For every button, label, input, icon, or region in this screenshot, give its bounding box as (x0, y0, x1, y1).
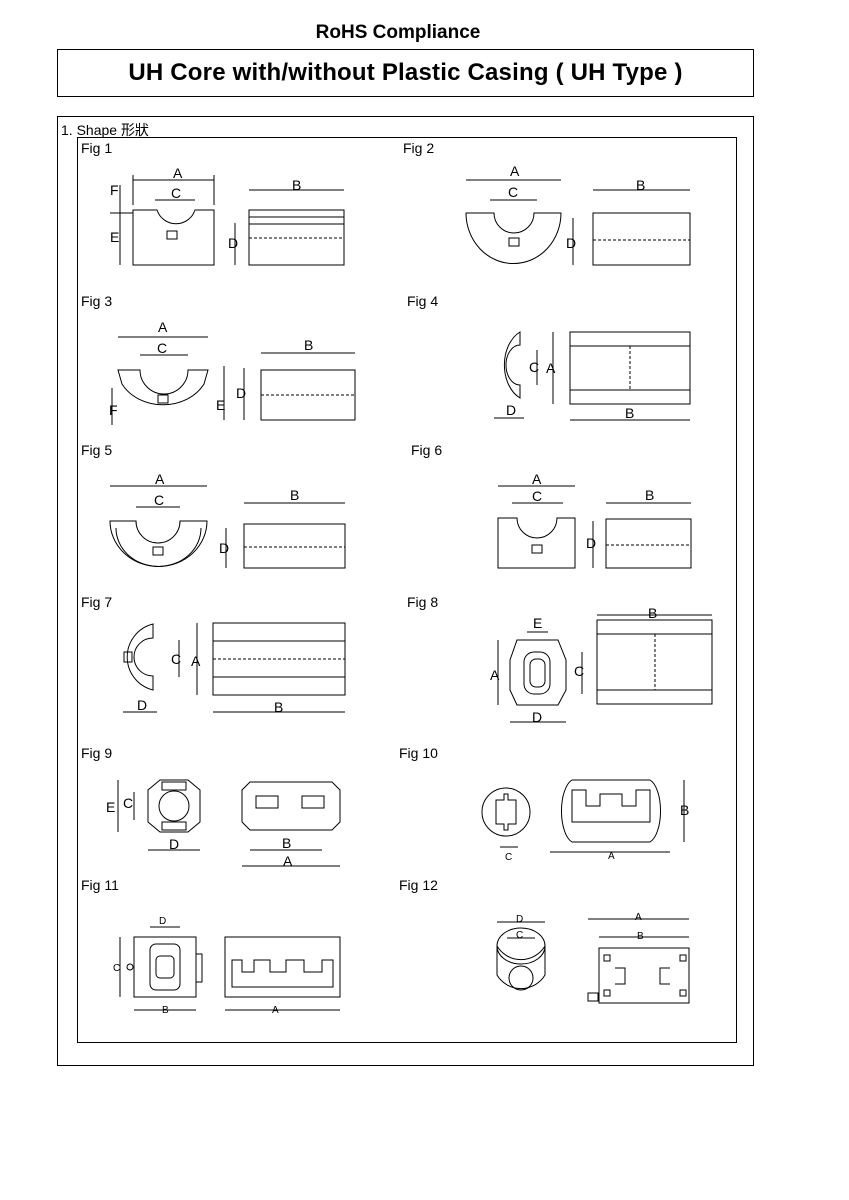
dim-label: E (106, 799, 115, 815)
dim-label: C (516, 930, 523, 941)
fig-11-drawing: D C B A (113, 916, 341, 1016)
fig-3-drawing: A C F E D B (109, 319, 356, 425)
inner-frame (77, 137, 737, 1043)
fig-5-drawing: A C B D (109, 471, 346, 569)
dim-label: C (157, 340, 167, 356)
dim-label: A (283, 853, 293, 869)
fig-3-label: Fig 3 (81, 293, 113, 309)
dim-label: A (272, 1005, 279, 1016)
fig-6-label: Fig 6 (411, 442, 443, 458)
dim-label: A (191, 653, 201, 669)
fig-11-label: Fig 11 (81, 877, 119, 893)
dim-label: E (533, 615, 542, 631)
dim-label: C (171, 185, 181, 201)
dim-label: D (169, 836, 179, 852)
dim-label: C (508, 184, 518, 200)
fig-4-drawing: A C D B (494, 331, 691, 421)
fig-8-drawing: B E A C D (490, 605, 713, 725)
dim-label: B (304, 337, 313, 353)
dim-label: B (290, 487, 299, 503)
rohs-heading: RoHS Compliance (315, 22, 481, 43)
document-title: UH Core with/without Plastic Casing ( UH… (128, 59, 683, 86)
dim-label: D (236, 385, 246, 401)
fig-12-drawing: D C A B (496, 912, 690, 1004)
dim-label: C (574, 663, 584, 679)
fig-12-label: Fig 12 (399, 877, 438, 893)
dim-label: F (110, 182, 119, 198)
dim-label: B (637, 931, 644, 942)
dim-label: B (636, 177, 645, 193)
dim-label: C (532, 488, 542, 504)
dim-label: D (137, 697, 147, 713)
dim-label: B (274, 699, 283, 715)
section-label: 1. Shape 形狀 (61, 122, 149, 138)
dim-label: C (113, 963, 120, 974)
fig-1-label: Fig 1 (81, 140, 113, 156)
dim-label: B (292, 177, 301, 193)
dim-label: D (532, 709, 542, 725)
dim-label: A (510, 163, 520, 179)
dim-label: D (506, 402, 516, 418)
fig-7-label: Fig 7 (81, 594, 113, 610)
dim-label: E (216, 397, 225, 413)
dim-label: B (625, 405, 634, 421)
dim-label: E (110, 229, 119, 245)
dim-label: D (516, 914, 523, 925)
dim-label: A (155, 471, 165, 487)
dim-label: F (109, 402, 118, 418)
fig-2-label: Fig 2 (403, 140, 435, 156)
dim-label: A (546, 360, 556, 376)
fig-1-drawing: A C F E B D (110, 165, 345, 266)
fig-7-drawing: A C D B (123, 622, 346, 715)
dim-label: D (566, 235, 576, 251)
outer-frame (57, 116, 754, 1066)
dim-label: C (505, 852, 512, 863)
dim-label: A (173, 165, 183, 181)
fig-8-label: Fig 8 (407, 594, 439, 610)
dim-label: D (219, 540, 229, 556)
fig-5-label: Fig 5 (81, 442, 113, 458)
dim-label: A (608, 851, 615, 862)
dim-label: A (532, 471, 542, 487)
dim-label: C (123, 795, 133, 811)
dim-label: B (282, 835, 291, 851)
fig-4-label: Fig 4 (407, 293, 439, 309)
fig-9-label: Fig 9 (81, 745, 113, 761)
fig-9-drawing: E C D B A (106, 779, 341, 869)
dim-label: C (171, 651, 181, 667)
dim-label: B (162, 1005, 169, 1016)
dim-label: D (159, 916, 166, 927)
fig-10-drawing: B C A (481, 779, 689, 863)
dim-label: A (490, 667, 500, 683)
fig-6-drawing: A C B D (497, 471, 692, 569)
dim-label: C (529, 359, 539, 375)
dim-label: B (648, 605, 657, 621)
fig-2-drawing: A C B D (465, 163, 691, 266)
dim-label: A (635, 912, 642, 923)
dim-label: D (586, 535, 596, 551)
dim-label: B (645, 487, 654, 503)
dim-label: D (228, 235, 238, 251)
dim-label: A (158, 319, 168, 335)
fig-10-label: Fig 10 (399, 745, 438, 761)
dim-label: C (154, 492, 164, 508)
dim-label: B (680, 802, 689, 818)
title-box: UH Core with/without Plastic Casing ( UH… (57, 49, 754, 97)
